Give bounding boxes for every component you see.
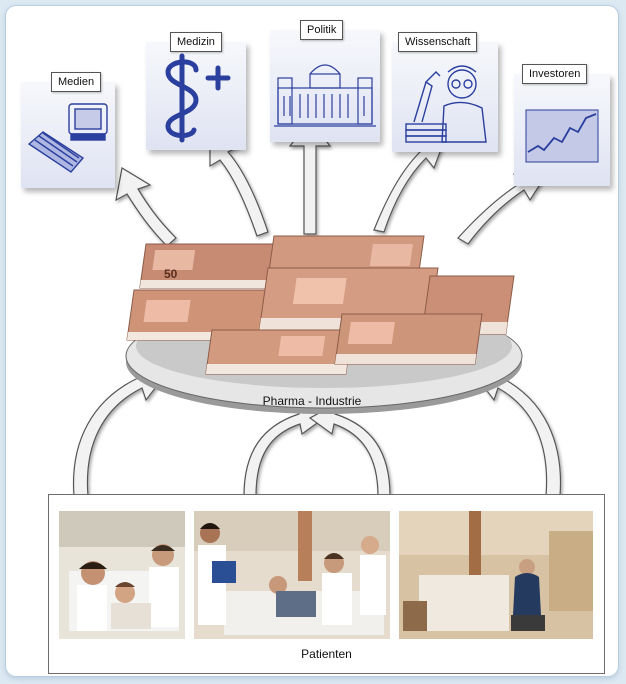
wissenschaft-label: Wissenschaft	[398, 32, 478, 52]
arrow-to-medien	[115, 167, 177, 247]
politik-label: Politik	[300, 20, 344, 40]
arrow-to-medizin	[209, 133, 269, 237]
patienten-label: Patienten	[301, 647, 352, 661]
scientist-icon	[405, 65, 487, 143]
patient-photo-1	[59, 511, 185, 639]
diagram-frame: 50 Medien Medizin	[6, 6, 618, 676]
patient-photo-3	[399, 511, 593, 639]
politik-box	[270, 30, 380, 142]
investoren-box	[514, 74, 610, 186]
banknote-value-text: 50	[164, 267, 178, 281]
tv-newspaper-icon	[27, 103, 108, 173]
investoren-label: Investoren	[522, 64, 588, 84]
patients-panel: Patienten	[48, 494, 605, 674]
stock-chart-icon	[525, 109, 599, 163]
arrow-up-center-right	[308, 402, 391, 497]
pharma-industrie-label: Pharma - Industrie	[262, 394, 362, 408]
medizin-label: Medizin	[170, 32, 222, 52]
flow-arrows: 50	[72, 119, 562, 497]
medien-box	[21, 82, 115, 188]
medizin-box	[146, 42, 246, 150]
banknote-stacks	[126, 235, 515, 375]
patient-photo-2	[194, 511, 390, 639]
parliament-building-icon	[274, 64, 376, 127]
medien-label: Medien	[51, 72, 102, 92]
caduceus-plus-icon	[165, 53, 231, 143]
wissenschaft-box	[392, 42, 498, 152]
